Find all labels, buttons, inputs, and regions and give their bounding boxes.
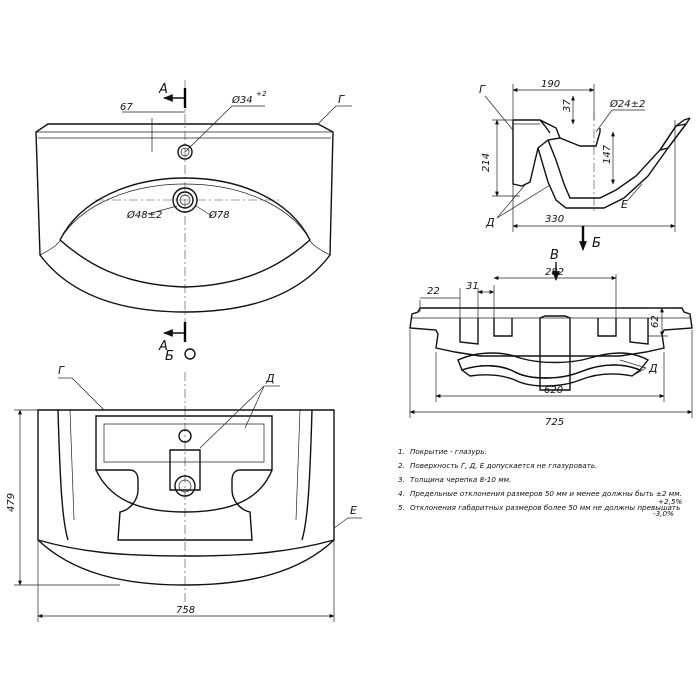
surface-g-label-bottom: Г — [58, 364, 65, 377]
dim-330: 330 — [545, 214, 564, 225]
front-outline — [409, 307, 693, 357]
note-4-num: 4. — [398, 489, 405, 498]
dim-479: 479 — [6, 493, 17, 512]
top-view: А А 67 Ø34 +2 Ø48±2 Ø78 — [35, 80, 352, 354]
dim-d34-tol: +2 — [256, 89, 267, 98]
surface-d-label-front: Д — [648, 362, 658, 375]
dim-282: 282 — [545, 267, 564, 278]
basin-outline-top — [35, 123, 334, 313]
bowl-outline-top — [59, 177, 311, 241]
dim-67: 67 — [120, 102, 133, 113]
dim-758: 758 — [176, 605, 195, 616]
dim-620: 620 — [544, 385, 563, 396]
dim-d34: Ø34 — [231, 94, 253, 106]
view-b-indicator-icon — [184, 348, 196, 360]
dim-22: 22 — [427, 286, 440, 297]
note-1-num: 1. — [398, 447, 405, 456]
section-profile — [512, 119, 561, 187]
basin-outline-bottom — [37, 409, 335, 586]
surface-e-label-bottom: Е — [350, 504, 357, 517]
view-b-label-sec: Б — [592, 236, 601, 251]
surface-g-label-top: Г — [338, 93, 345, 106]
dim-d78: Ø78 — [208, 209, 230, 221]
view-b-label-bottom: Б — [165, 349, 174, 364]
dim-214: 214 — [481, 153, 492, 172]
tolerance-plus: +2,5% — [658, 497, 682, 506]
notes-block: 1. Покрытие - глазурь. 2. Поверхность Г,… — [398, 447, 682, 518]
view-v-label: В — [550, 248, 559, 263]
note-3-text: Толщина черепка 8-10 мм. — [410, 475, 511, 484]
dim-725: 725 — [545, 417, 564, 428]
dim-31: 31 — [466, 281, 479, 292]
surface-d-label-bottom: Д — [265, 372, 275, 385]
dim-147: 147 — [602, 144, 613, 164]
surface-e-label-sec: Е — [621, 198, 628, 211]
note-3-num: 3. — [398, 475, 405, 484]
note-5-text: Отклонения габаритных размеров более 50 … — [410, 503, 680, 512]
note-1-text: Покрытие - глазурь. — [410, 447, 487, 456]
surface-d-label-sec: Д — [485, 216, 495, 229]
section-a-label-top: А — [158, 82, 168, 97]
surface-g-label-sec: Г — [479, 83, 486, 96]
section-view: 190 330 214 37 147 Ø24±2 Г Д Е — [479, 79, 691, 281]
front-view: 22 31 282 62 620 725 Д — [409, 267, 693, 428]
drain-hole — [172, 187, 198, 213]
note-2-num: 2. — [398, 461, 405, 470]
bottom-view: Б Г Д Е 479 — [6, 348, 362, 622]
note-5-num: 5. — [398, 503, 405, 512]
dim-62: 62 — [650, 315, 661, 328]
note-4-text: Предельные отклонения размеров 50 мм и м… — [410, 489, 682, 498]
dim-d48: Ø48±2 — [126, 209, 162, 221]
dim-d24: Ø24±2 — [609, 98, 645, 110]
tap-hole — [177, 144, 193, 160]
tolerance-minus: -3,0% — [653, 509, 674, 518]
dim-37: 37 — [562, 99, 573, 112]
dim-190: 190 — [541, 79, 560, 90]
note-2-text: Поверхность Г, Д, Е допускается не глазу… — [410, 461, 597, 470]
section-a-label-bottom: А — [158, 339, 168, 354]
